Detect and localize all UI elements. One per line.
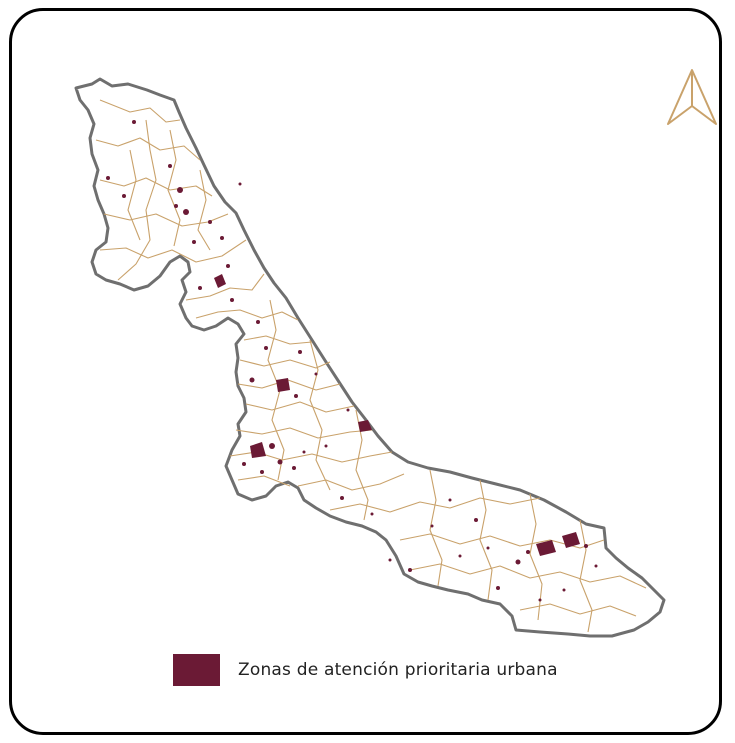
map-legend: Zonas de atención prioritaria urbana — [173, 654, 558, 686]
priority-zones — [106, 120, 598, 602]
legend-label: Zonas de atención prioritaria urbana — [238, 660, 558, 680]
legend-swatch — [173, 654, 220, 686]
north-arrow-icon — [667, 69, 717, 125]
state-outline — [74, 77, 666, 638]
